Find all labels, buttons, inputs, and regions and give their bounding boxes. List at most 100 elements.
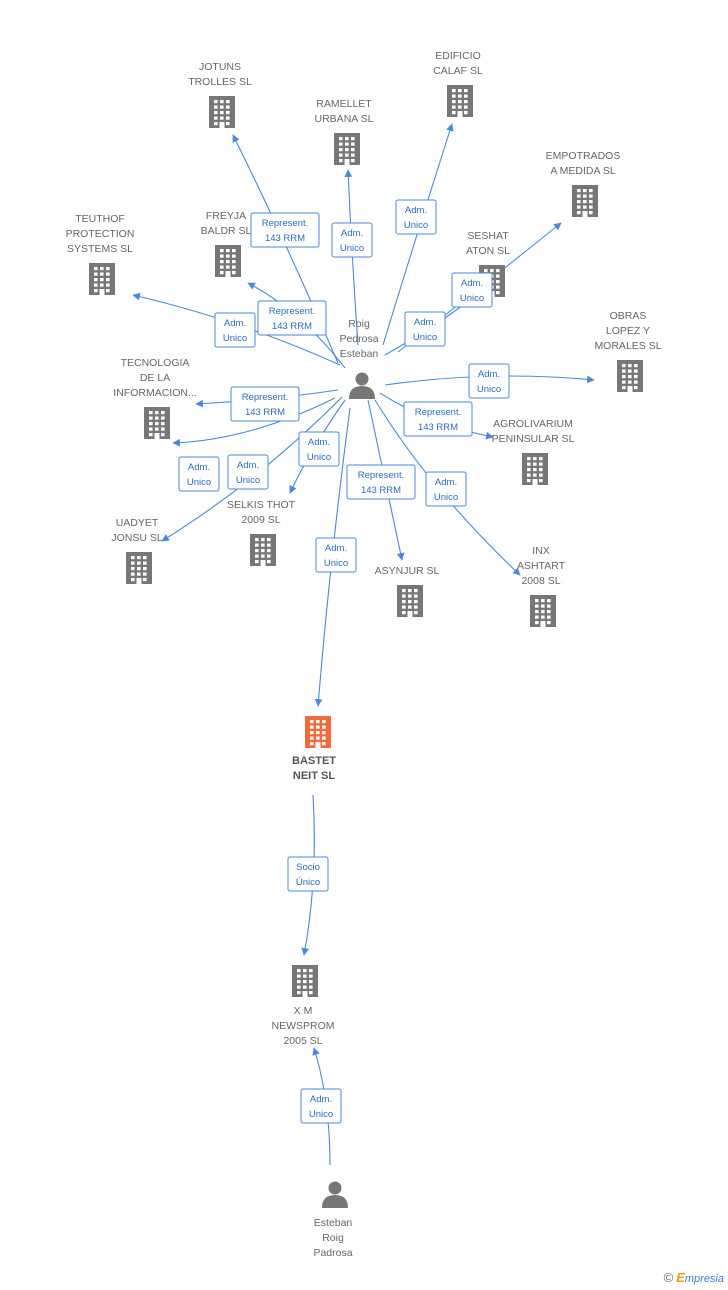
building-door [344,159,350,165]
edge-label[interactable]: Adm.Unico [178,456,220,492]
building-window [303,969,307,973]
building-door [627,386,633,392]
building-window [351,142,355,146]
node-asynjur[interactable]: ASYNJUR SL [375,565,440,617]
edge-label-text: Unico [413,332,437,343]
building-window [533,473,537,477]
edge-roig-to-ramellet [344,169,359,346]
empresia-brand[interactable]: ©Empresia [664,1270,724,1285]
edge-label-text: Adm. [325,543,347,554]
edge-label[interactable]: Adm.Unico [404,311,446,347]
edge-label[interactable]: Adm.Unico [315,537,357,573]
building-window [214,105,218,109]
building-door [219,122,225,128]
building-window [297,985,301,989]
building-window [351,148,355,152]
edge-label[interactable]: Represent.143 RRM [403,401,473,437]
building-icon[interactable] [126,552,152,584]
building-icon[interactable] [209,96,235,128]
building-window [226,265,230,269]
building-window [316,725,320,729]
building-icon[interactable] [250,534,276,566]
edge-label-text: Represent. [262,218,308,229]
building-window [535,610,539,614]
edge-label[interactable]: Adm.Unico [300,1088,342,1124]
building-icon[interactable] [522,453,548,485]
building-window [220,254,224,258]
edge-label[interactable]: Adm.Unico [227,454,269,490]
building-window [310,736,314,740]
building-door [260,560,266,566]
edge-label-text: Unico [307,452,331,463]
building-icon[interactable] [447,85,473,117]
building-window [339,159,343,163]
building-window [589,211,593,215]
building-icon[interactable] [334,133,360,165]
edge-label[interactable]: Represent.143 RRM [257,300,327,336]
edge-label[interactable]: Represent. 143 RRM [250,212,320,248]
edge-label[interactable]: Represent.143 RRM [346,464,416,500]
building-window [464,111,468,115]
building-window [577,189,581,193]
edge-label[interactable]: Represent.143 RRM [230,386,300,422]
edge-label[interactable]: Adm.Unico [468,363,510,399]
building-window [267,554,271,558]
building-window [94,267,98,271]
building-window [547,615,551,619]
edge-label[interactable]: Adm.Unico [331,222,373,258]
edge-label-box [230,386,300,422]
building-icon[interactable] [617,360,643,392]
edge-label[interactable]: Adm.Unico [214,312,256,348]
brand-name: mpresia [684,1273,724,1285]
building-window [100,278,104,282]
building-icon[interactable] [530,595,556,627]
person-icon[interactable] [349,372,375,400]
edge-label[interactable]: Adm.Unico [451,272,493,308]
edge-label-box [227,454,269,490]
building-icon[interactable] [292,965,318,997]
building-window [309,985,313,989]
edge-label[interactable]: Adm.Unico [395,199,437,235]
building-window [232,265,236,269]
building-icon[interactable] [572,185,598,217]
edge-label-box [404,311,446,347]
building-window [149,422,153,426]
focus-building-icon[interactable] [305,716,331,748]
building-window [464,94,468,98]
edge-label-box [395,199,437,235]
building-icon[interactable] [215,245,241,277]
building-window [214,122,218,126]
edge-label-text: Unico [477,384,501,395]
edge-label[interactable]: Adm.Unico [425,471,467,507]
person-icon[interactable] [322,1181,348,1209]
building-icon[interactable] [89,263,115,295]
node-label-line: URBANA SL [315,113,374,125]
building-icon[interactable] [397,585,423,617]
node-label-line: SESHAT [467,230,509,242]
building-window [226,122,230,126]
edge-label-text: 143 RRM [265,233,305,244]
copyright-symbol: © [663,1270,674,1285]
node-label-line: INFORMACION... [113,387,196,399]
building-window [464,89,468,93]
edge-label[interactable]: Adm.Unico [298,431,340,467]
building-icon[interactable] [144,407,170,439]
building-window [303,974,307,978]
